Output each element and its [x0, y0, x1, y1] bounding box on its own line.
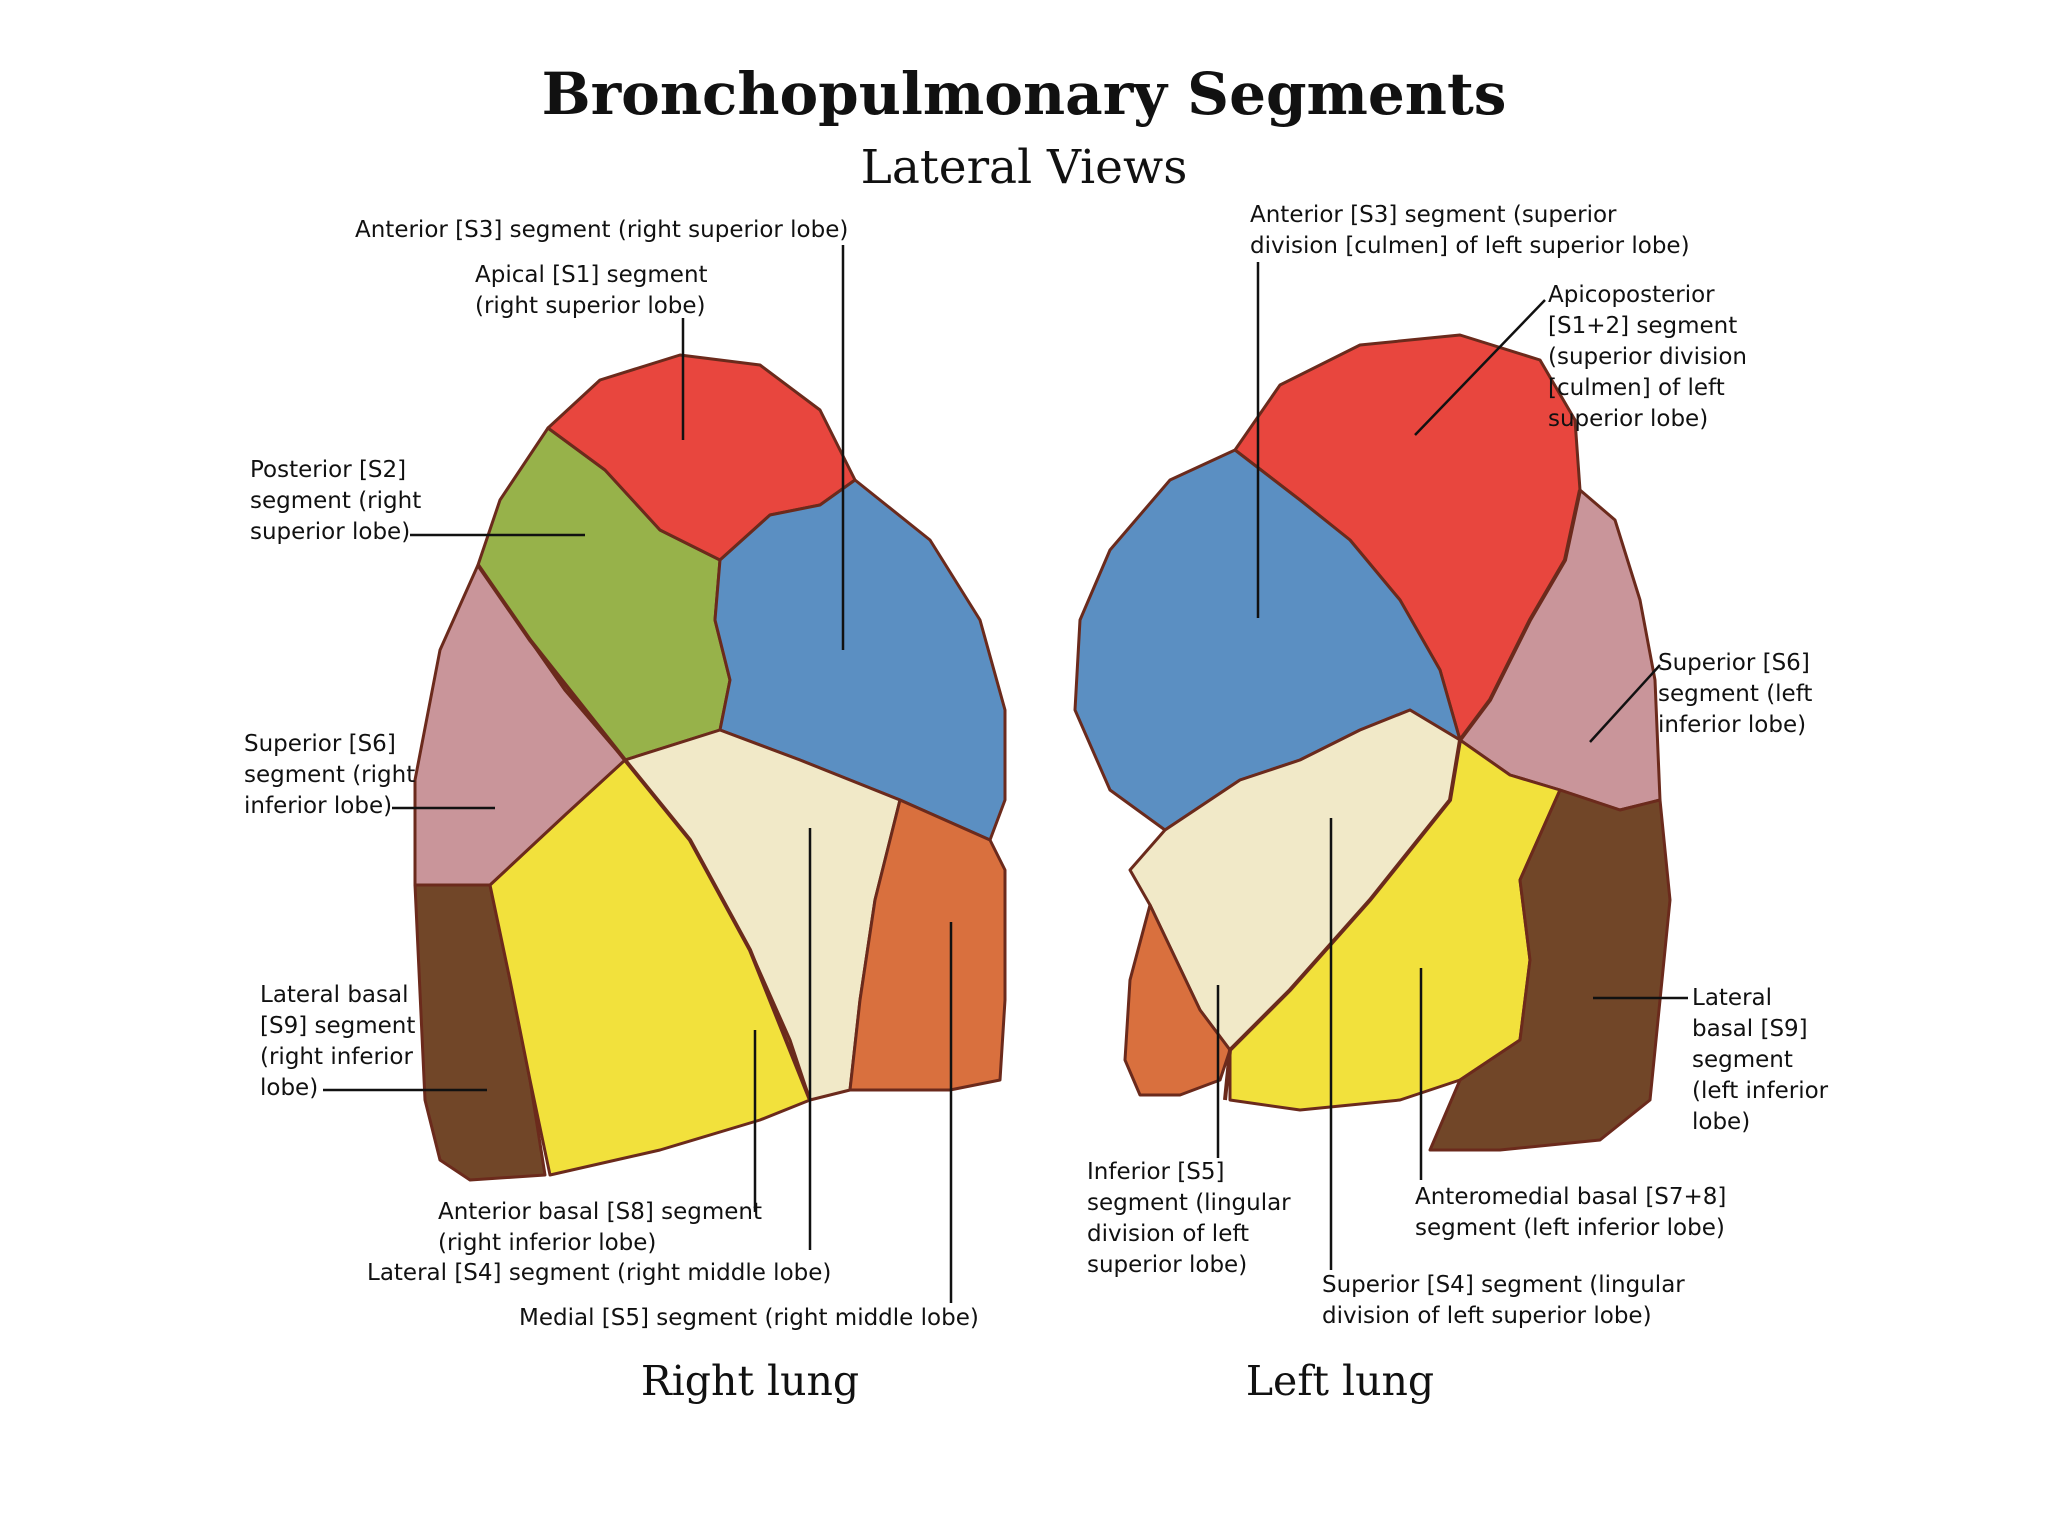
caption-left-lung: Left lung — [1245, 1357, 1435, 1405]
right-leader-lines — [323, 245, 953, 1303]
left-inferior-s5-segment — [1123, 903, 1232, 1097]
label-right-anterior-s3: Anterior [S3] segment (right superior lo… — [355, 217, 849, 243]
label-left-apicoposterior: Apicoposterior [S1+2] segment (superior … — [1548, 282, 1747, 432]
leader-left-apicoposterior — [1414, 299, 1546, 436]
diagram-subtitle: Lateral Views — [860, 140, 1188, 195]
label-right-superior-s6: Superior [S6] segment (right inferior lo… — [244, 731, 416, 819]
left-lateral-basal-segment — [1428, 788, 1672, 1152]
right-medial-s5-segment — [848, 798, 1007, 1092]
label-right-lateral-basal: Lateral basal [S9] segment (right inferi… — [260, 982, 416, 1101]
diagram-title: Bronchopulmonary Segments — [541, 60, 1507, 128]
label-right-medial-s5: Medial [S5] segment (right middle lobe) — [519, 1305, 979, 1331]
right-oblique-fissure — [476, 563, 812, 1101]
label-left-superior-s4: Superior [S4] segment (lingular division… — [1322, 1272, 1685, 1329]
label-left-superior-s6: Superior [S6] segment (left inferior lob… — [1658, 650, 1813, 738]
leader-left-superior-s6 — [1589, 664, 1661, 743]
label-left-anterior-s3: Anterior [S3] segment (superior division… — [1250, 202, 1690, 259]
right-lung — [413, 353, 1007, 1182]
left-leader-lines — [1216, 262, 1688, 1270]
label-right-lateral-s4: Lateral [S4] segment (right middle lobe) — [367, 1260, 832, 1286]
left-lung — [1073, 333, 1672, 1152]
label-right-anterior-basal: Anterior basal [S8] segment (right infer… — [438, 1199, 763, 1256]
label-left-lateral-basal: Lateral basal [S9] segment (left inferio… — [1692, 985, 1829, 1135]
label-left-inferior-s5: Inferior [S5] segment (lingular division… — [1087, 1159, 1291, 1278]
label-right-posterior-s2: Posterior [S2] segment (right superior l… — [250, 457, 422, 545]
caption-right-lung: Right lung — [640, 1357, 860, 1405]
label-right-apical-s1: Apical [S1] segment (right superior lobe… — [475, 262, 708, 319]
label-left-anteromedial-basal: Anteromedial basal [S7+8] segment (left … — [1415, 1184, 1727, 1241]
left-oblique-fissure — [1223, 489, 1582, 1101]
